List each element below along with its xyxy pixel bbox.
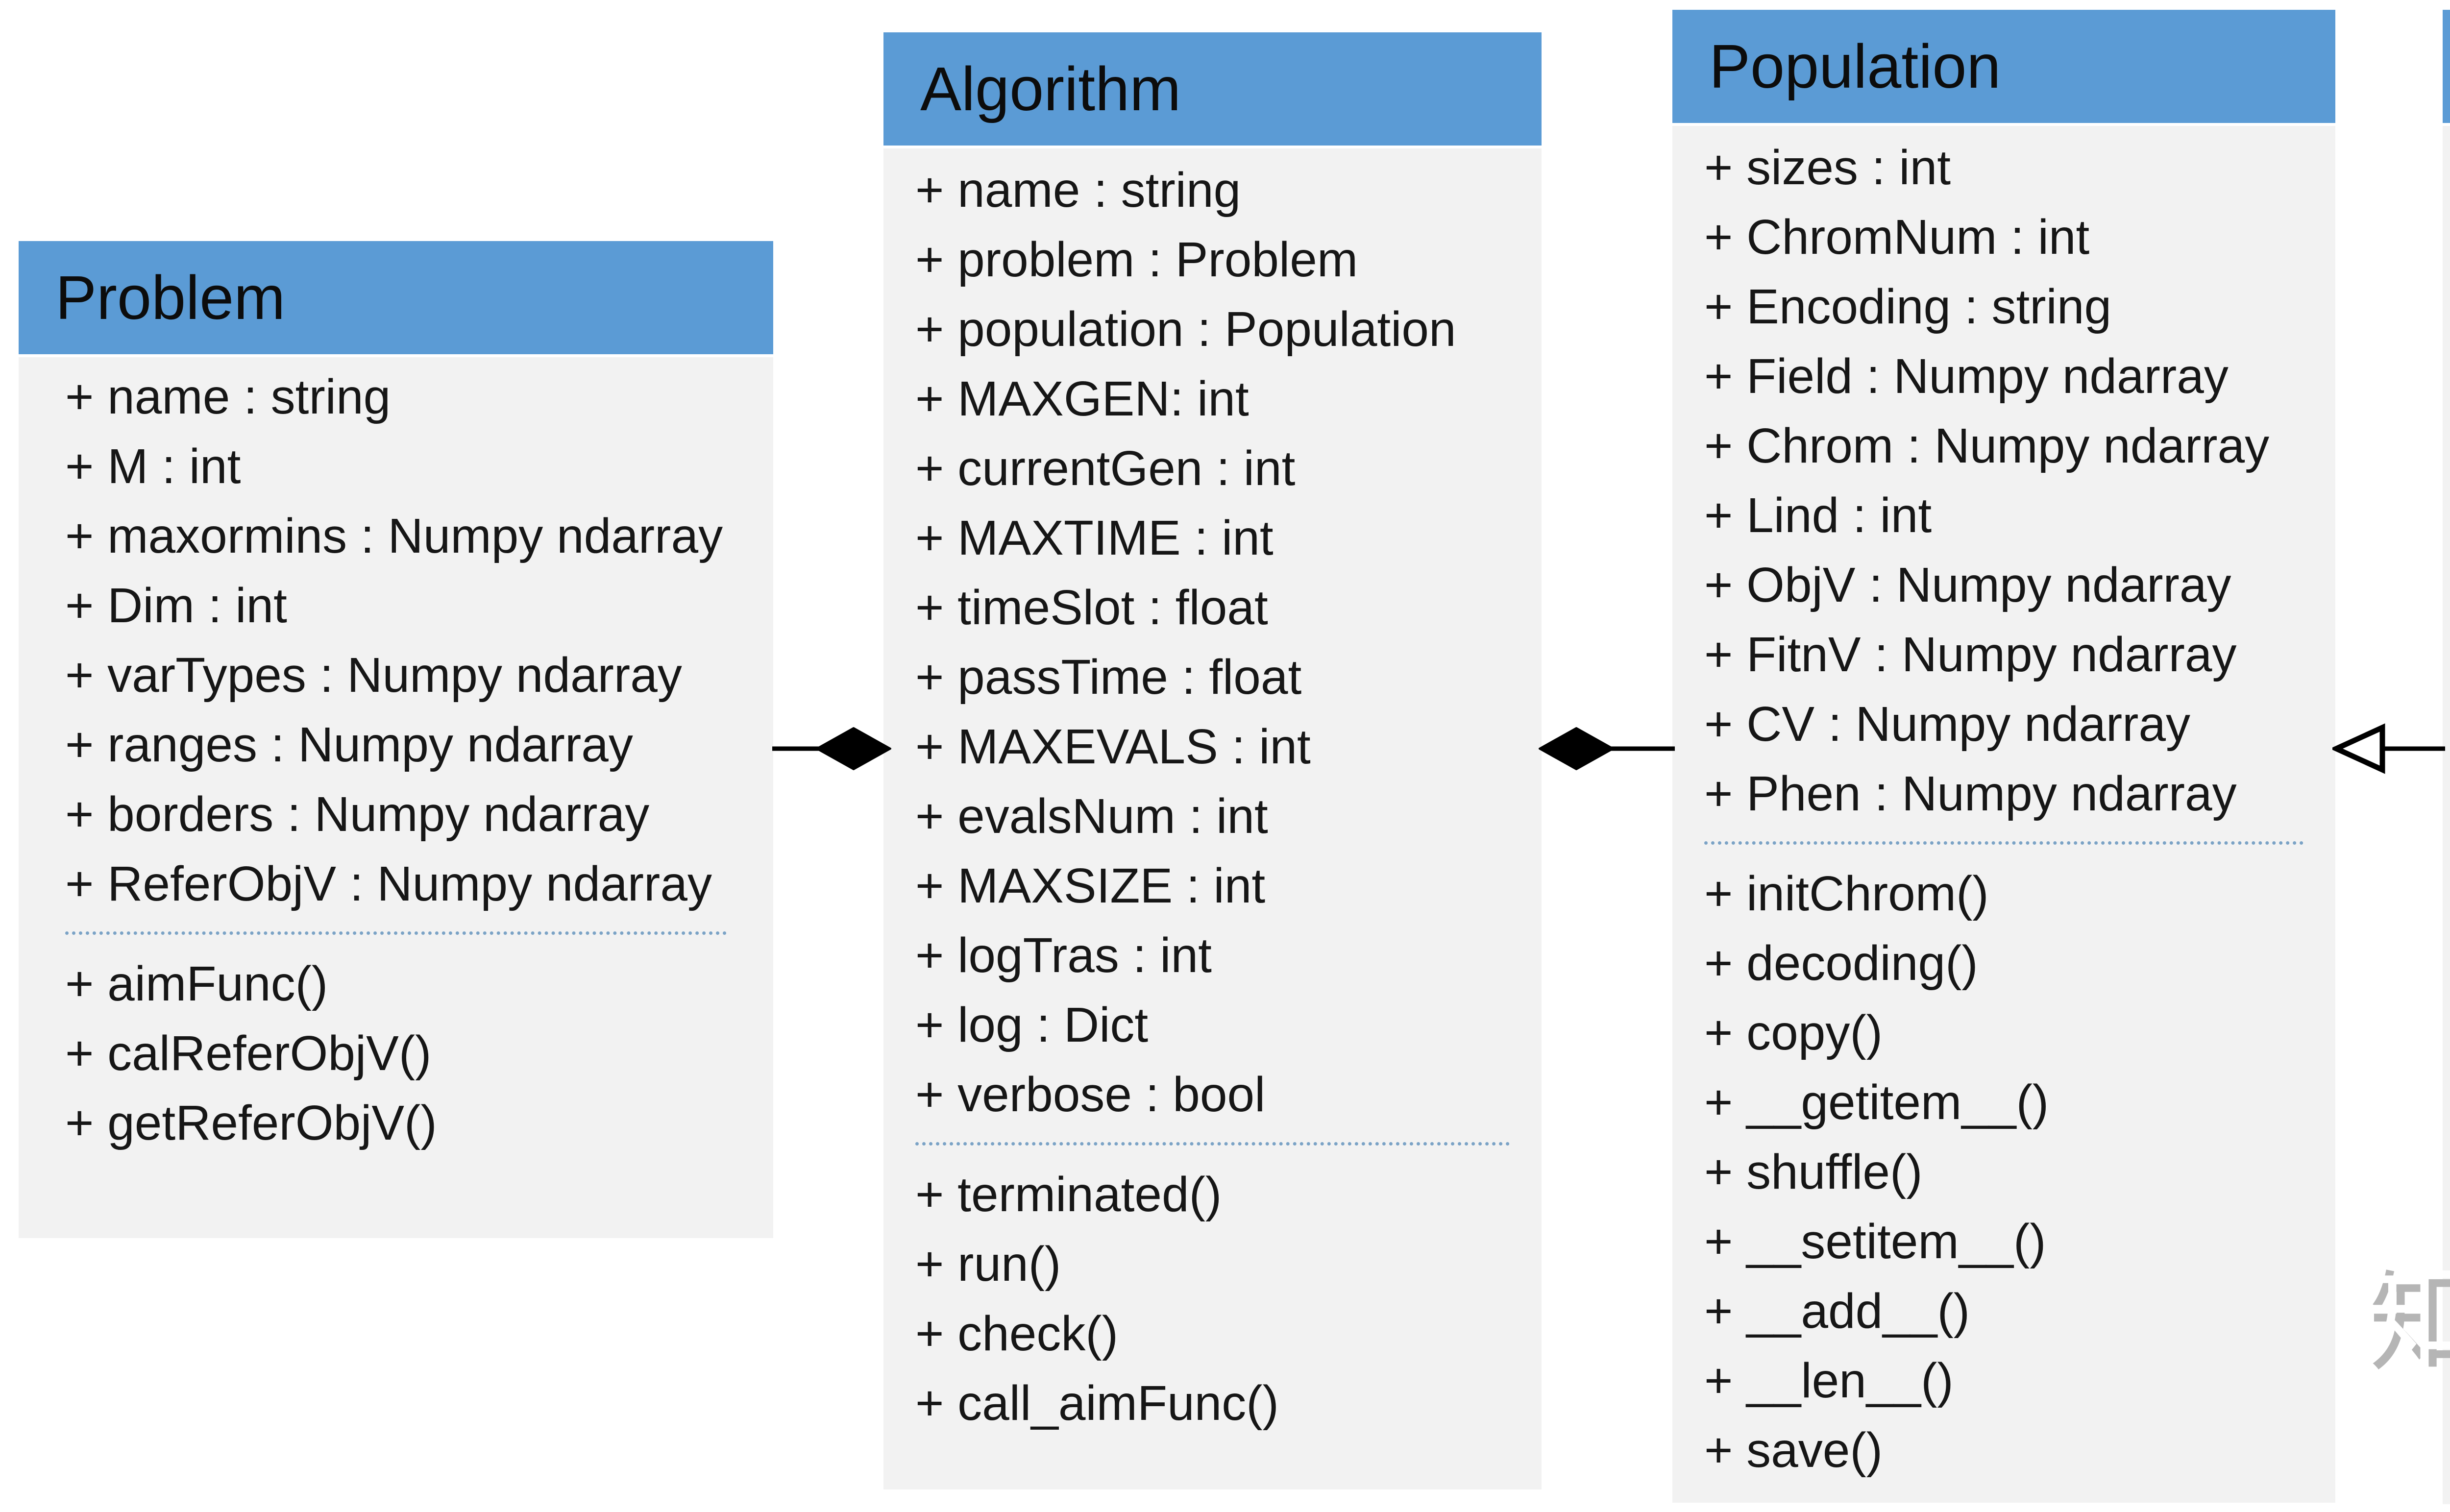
attribute-line: + ObjV : Numpy ndarray bbox=[1704, 558, 2231, 612]
attribute-line: + maxormins : Numpy ndarray bbox=[65, 509, 723, 563]
attribute-line: + Lind : int bbox=[1704, 488, 1932, 543]
class-header-psypopulation: PsyPopulation bbox=[2443, 10, 2450, 126]
attribute-line: + population : Population bbox=[915, 302, 1456, 357]
attribute-line: + Dim : int bbox=[65, 578, 287, 633]
attribute-line: + name : string bbox=[65, 369, 391, 424]
attribute-line: + FitnV : Numpy ndarray bbox=[1704, 627, 2237, 682]
class-title-problem: Problem bbox=[55, 263, 286, 332]
method-line: + check() bbox=[915, 1306, 1119, 1361]
class-title-population: Population bbox=[1709, 32, 2001, 101]
method-list-problem: + aimFunc() + calReferObjV() + getReferObj… bbox=[65, 949, 727, 1158]
method-line: + run() bbox=[915, 1237, 1061, 1292]
attribute-line: + Phen : Numpy ndarray bbox=[1704, 766, 2237, 821]
class-body-algorithm: + name : string + problem : Problem + popu… bbox=[883, 148, 1542, 1438]
watermark: 知乎 @eggmelon bbox=[2361, 1252, 2450, 1378]
attribute-line: + sizes : int bbox=[1704, 140, 1951, 195]
attribute-line: + CV : Numpy ndarray bbox=[1704, 697, 2191, 752]
attribute-list-problem: + name : string + M : int + maxormins : Nu… bbox=[65, 362, 727, 919]
method-line: + copy() bbox=[1704, 1005, 1883, 1060]
class-header-algorithm: Algorithm bbox=[883, 32, 1542, 148]
attribute-line: + ChromNum : int bbox=[1704, 210, 2090, 265]
section-divider bbox=[65, 931, 727, 935]
method-list-algorithm: + terminated() + run() + check() + call_aim… bbox=[915, 1160, 1510, 1438]
method-list-population: + initChrom() + decoding() + copy() + __get… bbox=[1704, 859, 2303, 1485]
attribute-line: + MAXGEN: int bbox=[915, 371, 1249, 426]
attribute-line: + varTypes : Numpy ndarray bbox=[65, 648, 682, 703]
class-box-population: Population + sizes : int + ChromNum : int… bbox=[1672, 10, 2335, 1503]
class-title-algorithm: Algorithm bbox=[920, 54, 1181, 123]
method-line: + calReferObjV() bbox=[65, 1026, 432, 1081]
composition-connector-problem-algorithm bbox=[772, 727, 891, 770]
section-divider bbox=[915, 1142, 1510, 1146]
composition-connector-algorithm-population bbox=[1539, 727, 1675, 770]
attribute-line: + Encoding : string bbox=[1704, 279, 2112, 334]
attribute-list-population: + sizes : int + ChromNum : int + Encoding … bbox=[1704, 133, 2303, 829]
attribute-line: + borders : Numpy ndarray bbox=[65, 787, 650, 842]
method-line: + terminated() bbox=[915, 1167, 1222, 1222]
section-divider bbox=[1704, 841, 2303, 845]
attribute-line: + MAXEVALS : int bbox=[915, 719, 1311, 774]
method-line: + call_aimFunc() bbox=[915, 1376, 1279, 1431]
attribute-line: + Field : Numpy ndarray bbox=[1704, 349, 2229, 404]
method-line: + __add__() bbox=[1704, 1284, 1970, 1339]
attribute-line: + evalsNum : int bbox=[915, 789, 1268, 844]
inheritance-connector-population-psypopulation bbox=[2332, 723, 2445, 774]
attribute-line: + timeSlot : float bbox=[915, 580, 1268, 635]
attribute-line: + Chrom : Numpy ndarray bbox=[1704, 418, 2270, 473]
attribute-line: + name : string bbox=[915, 163, 1241, 218]
class-box-problem: Problem + name : string + M : int + maxorm… bbox=[19, 241, 773, 1238]
class-box-psypopulation: PsyPopulation + sizes : int+ ChromNum : … bbox=[2443, 10, 2450, 1504]
attribute-line: + ReferObjV : Numpy ndarray bbox=[65, 856, 712, 911]
method-line: + aimFunc() bbox=[65, 956, 328, 1011]
method-line: + shuffle() bbox=[1704, 1145, 1923, 1199]
method-line: + initChrom() bbox=[1704, 866, 1989, 921]
composition-diamond-icon bbox=[816, 727, 891, 770]
attribute-line: + MAXSIZE : int bbox=[915, 858, 1266, 913]
attribute-line: + log : Dict bbox=[915, 998, 1149, 1052]
method-line: + decoding() bbox=[1704, 936, 1978, 991]
class-header-problem: Problem bbox=[19, 241, 773, 357]
attribute-line: + logTras : int bbox=[915, 928, 1212, 983]
method-line: + __getitem__() bbox=[1704, 1075, 2049, 1130]
attribute-line: + currentGen : int bbox=[915, 441, 1296, 496]
attribute-line: + passTime : float bbox=[915, 650, 1302, 705]
method-line: + save() bbox=[1704, 1423, 1883, 1478]
method-line: + __len__() bbox=[1704, 1353, 1954, 1408]
attribute-line: + ranges : Numpy ndarray bbox=[65, 717, 633, 772]
class-body-population: + sizes : int + ChromNum : int + Encoding … bbox=[1672, 126, 2335, 1485]
method-line: + getReferObjV() bbox=[65, 1096, 437, 1150]
attribute-line: + M : int bbox=[65, 439, 241, 494]
attribute-line: + verbose : bool bbox=[915, 1067, 1266, 1122]
attribute-list-algorithm: + name : string + problem : Problem + popu… bbox=[915, 155, 1510, 1129]
composition-diamond-icon bbox=[1539, 727, 1614, 770]
class-box-algorithm: Algorithm + name : string + problem : Pro… bbox=[883, 32, 1542, 1489]
method-line: + __setitem__() bbox=[1704, 1214, 2046, 1269]
attribute-line: + MAXTIME : int bbox=[915, 511, 1274, 565]
class-header-population: Population bbox=[1672, 10, 2335, 126]
inheritance-triangle-icon bbox=[2332, 723, 2385, 774]
class-body-problem: + name : string + M : int + maxormins : Nu… bbox=[19, 357, 773, 1158]
attribute-line: + problem : Problem bbox=[915, 232, 1358, 287]
